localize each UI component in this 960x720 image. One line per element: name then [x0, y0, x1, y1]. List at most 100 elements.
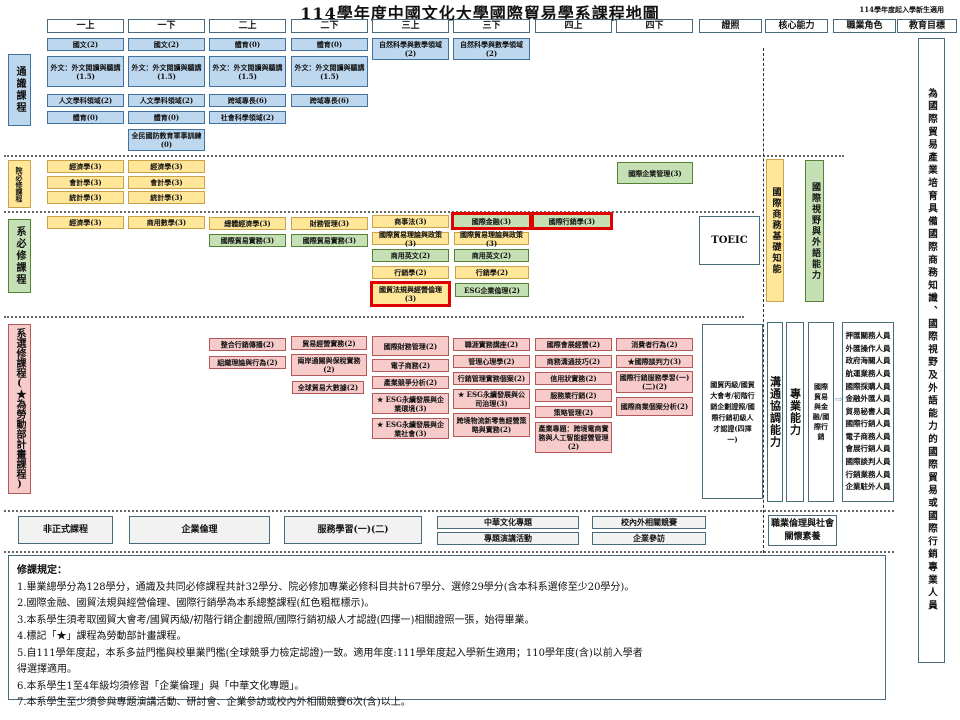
- course-box[interactable]: 信用狀實務(2): [535, 372, 612, 385]
- course-box[interactable]: 產業專題：跨境電商實務與人工智能經營管理(2): [535, 422, 612, 453]
- course-box[interactable]: 兩岸通關與保稅實務(2): [291, 354, 367, 376]
- header-y1b: 一下: [128, 19, 205, 33]
- informal-course-box[interactable]: 專題演講活動: [437, 532, 579, 545]
- category-general: 通識課程: [8, 54, 31, 126]
- course-box[interactable]: 體育(0): [291, 38, 368, 51]
- column-divider: [763, 48, 764, 553]
- course-box[interactable]: 策略管理(2): [535, 406, 612, 418]
- course-box[interactable]: 消費者行為(2): [616, 338, 693, 351]
- course-box[interactable]: 國際財務管理(2): [372, 336, 449, 356]
- course-box[interactable]: 外文：外文閱讀與聽講(1.5): [47, 56, 124, 87]
- course-box[interactable]: 財務管理(3): [291, 217, 368, 230]
- course-box[interactable]: ESG企業倫理(2): [455, 283, 529, 297]
- career-role: 行銷業務人員: [845, 469, 891, 479]
- course-box[interactable]: 國文(2): [47, 38, 124, 51]
- course-box[interactable]: 組織理論與行為(2): [209, 356, 286, 369]
- capstone-course-box[interactable]: 國際行銷學(3): [531, 212, 613, 230]
- course-box[interactable]: 職涯實務講座(2): [453, 338, 530, 351]
- course-box[interactable]: ★ ESG永續發展與企業社會(3): [372, 418, 449, 439]
- course-box[interactable]: 商事法(3): [372, 215, 449, 228]
- course-box[interactable]: 管理心理學(2): [453, 355, 530, 368]
- course-box[interactable]: 產業競爭分析(2): [372, 376, 449, 389]
- course-box[interactable]: 商務溝通技巧(2): [535, 355, 612, 368]
- course-box[interactable]: 體育(0): [209, 38, 286, 51]
- course-box[interactable]: 國際貿易理論與政策(3): [372, 230, 449, 248]
- course-box[interactable]: 國際貿易理論與政策(3): [454, 230, 529, 248]
- course-box[interactable]: 統計學(3): [128, 191, 205, 204]
- course-box[interactable]: 統計學(3): [47, 191, 124, 204]
- course-box[interactable]: 行銷管理實務個案(2): [453, 372, 530, 385]
- course-box[interactable]: 外文：外文閱讀與聽講(1.5): [209, 56, 286, 87]
- career-role: 外匯操作人員: [845, 343, 891, 353]
- course-box[interactable]: 國際行銷服務學習(一)(二)(2): [616, 371, 693, 393]
- course-box[interactable]: 商用英文(2): [372, 249, 449, 262]
- course-box[interactable]: 整合行銷傳播(2): [209, 338, 286, 351]
- informal-course-box[interactable]: 企業倫理: [129, 516, 270, 544]
- informal-course-box[interactable]: 服務學習(一)(二): [284, 516, 422, 544]
- header-core-ability: 核心能力: [765, 19, 828, 33]
- informal-course-box[interactable]: 企業參訪: [592, 532, 706, 545]
- course-box[interactable]: 自然科學與數學領域(2): [372, 38, 449, 60]
- course-box[interactable]: 全民國防教育軍事訓練(0): [128, 129, 205, 151]
- course-box[interactable]: 會計學(3): [47, 176, 124, 189]
- course-box[interactable]: 總體經濟學(3): [209, 217, 286, 230]
- rules-heading: 修課規定：: [17, 565, 67, 576]
- page-subtitle: 114學年度起入學新生適用: [859, 5, 944, 14]
- course-box[interactable]: 社會科學領域(2): [209, 111, 286, 124]
- course-box[interactable]: 經濟學(3): [47, 216, 124, 229]
- course-box[interactable]: 跨域專長(6): [209, 94, 286, 107]
- course-box[interactable]: 人文學科領域(2): [47, 94, 124, 107]
- course-box[interactable]: 經濟學(3): [47, 160, 124, 173]
- career-role: 企業駐外人員: [845, 482, 891, 492]
- course-box[interactable]: 國際貿易實務(3): [209, 234, 286, 247]
- course-box[interactable]: 人文學科領域(2): [128, 94, 205, 107]
- course-box[interactable]: 服務業行銷(2): [535, 389, 612, 402]
- rule-item: 7.本系學生至少須參與專題演講活動、研討會、企業參訪或校內外相關競賽6次(含)以…: [17, 697, 411, 708]
- core-ability-trade-finance: 國際貿易與金融/國際行銷: [808, 322, 834, 502]
- capstone-course-box[interactable]: 國貿法規與經營倫理(3): [370, 281, 451, 307]
- course-box[interactable]: 商用英文(2): [454, 249, 529, 262]
- course-box[interactable]: 行銷學(2): [372, 266, 449, 279]
- rule-item: 得選擇適用。: [17, 664, 77, 675]
- certificate-trade: 國貿丙級/國貿大會考/初階行銷企劃證照/國際行銷初級人才認證(四擇一): [702, 324, 763, 499]
- course-box[interactable]: 體育(0): [128, 111, 205, 124]
- course-box[interactable]: 外文：外文閱讀與聽講(1.5): [128, 56, 205, 87]
- rule-item: 3.本系學生須考取國貿大會考/國貿丙級/初階行銷企劃證照/國際行銷初級人才認證(…: [17, 614, 535, 626]
- course-box[interactable]: ★國際談判力(3): [616, 355, 693, 368]
- career-role: 國際行銷人員: [845, 419, 891, 429]
- career-roles-list: 押匯關務人員 外匯操作人員 政府海關人員 航運業務人員 國際採購人員 金融外匯人…: [842, 322, 894, 502]
- career-role: 政府海關人員: [845, 356, 891, 366]
- course-box[interactable]: 跨境物流新零售經營策略與實務(2): [453, 413, 530, 437]
- career-role: 航運業務人員: [845, 368, 891, 378]
- section-divider: [4, 510, 894, 512]
- course-box[interactable]: 外文：外文閱讀與聽講(1.5): [291, 56, 368, 87]
- course-box[interactable]: 貿易經營實務(2): [291, 336, 367, 350]
- informal-course-box[interactable]: 校內外相關競賽: [592, 516, 706, 529]
- course-box[interactable]: 商用數學(3): [128, 216, 205, 229]
- header-y3b: 三下: [453, 19, 530, 33]
- course-box[interactable]: 跨域專長(6): [291, 94, 368, 107]
- course-box[interactable]: 全球貿易大數據(2): [292, 381, 364, 394]
- capstone-course-box[interactable]: 國際金融(3): [451, 212, 532, 230]
- course-box[interactable]: 行銷學(2): [455, 266, 529, 279]
- course-box[interactable]: 會計學(3): [128, 176, 205, 189]
- course-box[interactable]: 自然科學與數學領域(2): [453, 38, 530, 60]
- course-box[interactable]: 國文(2): [128, 38, 205, 51]
- informal-course-box[interactable]: 中華文化專題: [437, 516, 579, 529]
- arrow-right-icon: ⇨: [835, 395, 843, 405]
- course-box[interactable]: 國際貿易實務(3): [291, 234, 368, 247]
- course-box[interactable]: 國際企業管理(3): [617, 162, 693, 184]
- course-box[interactable]: 電子商務(2): [372, 359, 449, 372]
- course-box[interactable]: ★ ESG永續發展與企業環境(3): [372, 393, 449, 414]
- header-career-role: 職業角色: [833, 19, 896, 33]
- course-box[interactable]: 經濟學(3): [128, 160, 205, 173]
- rule-item: 6.本系學生1至4年級均須修習「企業倫理」與「中華文化專題」。: [17, 680, 305, 692]
- header-y4b: 四下: [616, 19, 693, 33]
- course-box[interactable]: ★ ESG永續發展與公司治理(3): [453, 389, 530, 409]
- course-box[interactable]: 體育(0): [47, 111, 124, 124]
- core-ability-global-language: 國際視野與外語能力: [805, 160, 824, 302]
- career-role: 國際談判人員: [845, 457, 891, 467]
- course-box[interactable]: 國際會展經營(2): [535, 338, 612, 351]
- core-ability-professional: 專業能力: [786, 322, 804, 502]
- course-box[interactable]: 國際商業個案分析(2): [616, 397, 693, 416]
